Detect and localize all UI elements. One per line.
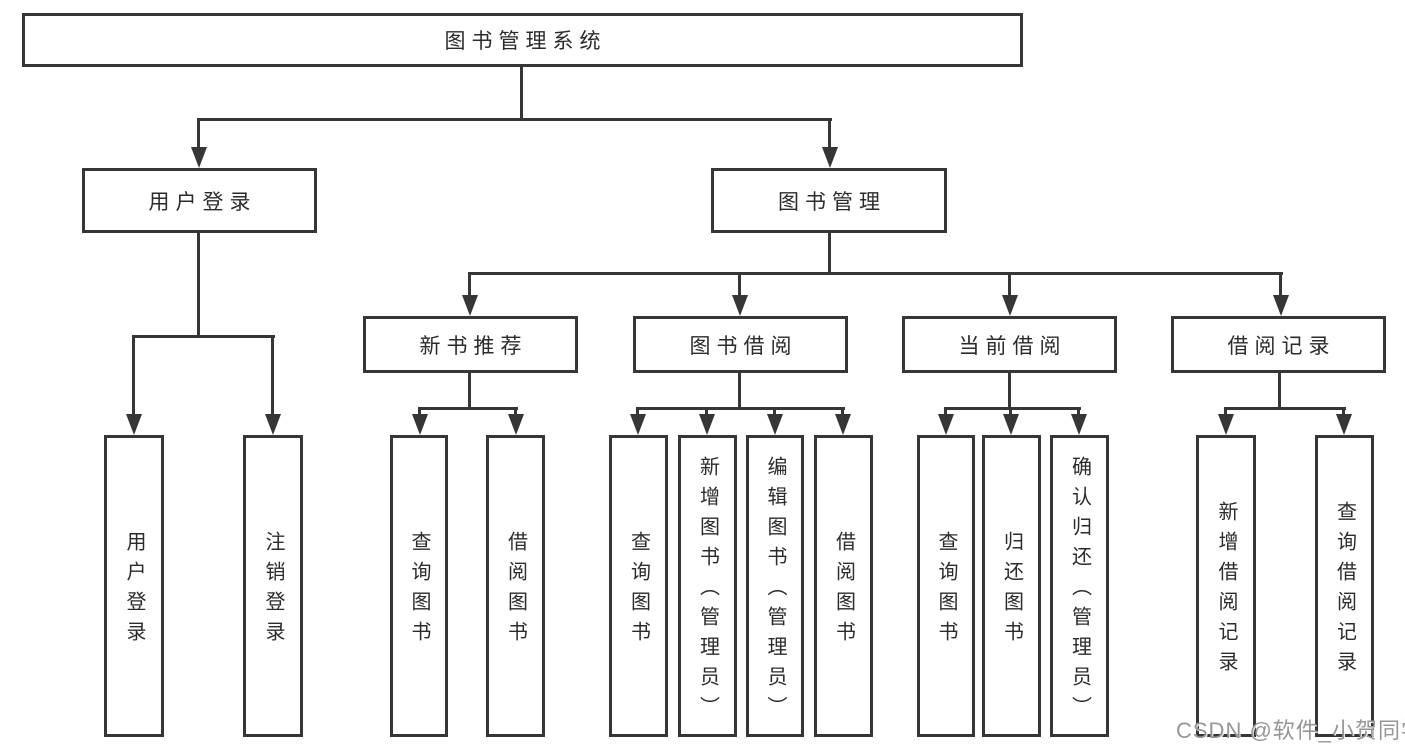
leaf-edit-books-admin: 编辑图书（管理员） — [746, 435, 804, 737]
arrowhead-down-icon — [1218, 414, 1234, 435]
leaf-query-books-3: 查询图书 — [917, 435, 975, 737]
leaf-label: 查询图书 — [627, 531, 650, 651]
arrow-shaft — [1009, 407, 1012, 417]
node-new-book-recommend: 新书推荐 — [363, 316, 578, 373]
leaf-borrow-books-2: 借阅图书 — [814, 435, 873, 737]
arrow-shaft — [468, 272, 471, 298]
connector-vline — [738, 372, 741, 409]
arrow-shaft — [418, 407, 421, 417]
connector-vline — [468, 372, 471, 409]
node-label: 借阅记录 — [1227, 334, 1336, 358]
arrowhead-down-icon — [699, 414, 715, 435]
node-user-login-branch: 用户登录 — [82, 168, 317, 233]
arrowhead-down-icon — [1003, 414, 1019, 435]
leaf-label: 查询借阅记录 — [1333, 501, 1356, 681]
leaf-query-books-2: 查询图书 — [609, 435, 668, 737]
connector-hline — [133, 335, 275, 338]
node-borrowing-records: 借阅记录 — [1171, 316, 1386, 373]
node-label: 用户登录 — [148, 190, 257, 214]
arrowhead-down-icon — [630, 414, 646, 435]
leaf-label: 借阅图书 — [832, 531, 855, 651]
arrowhead-down-icon — [126, 414, 142, 435]
node-root-label: 图书管理系统 — [444, 30, 607, 53]
node-label: 图书借阅 — [689, 334, 798, 358]
leaf-label: 确认归还（管理员） — [1068, 456, 1091, 726]
node-current-borrowing: 当前借阅 — [902, 316, 1117, 373]
connector-vline — [520, 66, 523, 120]
arrowhead-down-icon — [835, 414, 851, 435]
leaf-query-borrow-record: 查询借阅记录 — [1315, 435, 1374, 737]
connector-vline — [197, 232, 200, 337]
leaf-confirm-return-admin: 确认归还（管理员） — [1050, 435, 1109, 737]
arrowhead-down-icon — [732, 295, 748, 316]
connector-vline — [828, 232, 831, 274]
node-book-management: 图书管理 — [711, 168, 947, 233]
leaf-label: 借阅图书 — [504, 531, 527, 651]
leaf-label: 注销登录 — [262, 531, 284, 651]
arrowhead-down-icon — [1273, 295, 1289, 316]
connector-hline — [637, 407, 845, 410]
leaf-label: 查询图书 — [408, 531, 430, 651]
leaf-borrow-books-1: 借阅图书 — [486, 435, 545, 737]
node-label: 图书管理 — [778, 190, 886, 214]
arrowhead-down-icon — [462, 295, 478, 316]
connector-hline — [419, 407, 518, 410]
arrowhead-down-icon — [412, 414, 428, 435]
leaf-add-books-admin: 新增图书（管理员） — [678, 435, 737, 737]
arrowhead-down-icon — [822, 147, 838, 168]
leaf-add-borrow-record: 新增借阅记录 — [1196, 435, 1256, 737]
arrow-shaft — [705, 407, 708, 417]
connector-hline — [198, 118, 832, 121]
arrowhead-down-icon — [767, 414, 783, 435]
leaf-label: 新增借阅记录 — [1215, 501, 1237, 681]
connector-vline — [1278, 372, 1281, 409]
arrow-shaft — [636, 407, 639, 417]
arrow-shaft — [132, 335, 135, 415]
arrow-shaft — [738, 272, 741, 298]
leaf-return-books: 归还图书 — [982, 435, 1041, 737]
connector-hline — [1225, 407, 1346, 410]
connector-hline — [469, 272, 1283, 275]
arrow-shaft — [1077, 407, 1080, 417]
arrowhead-down-icon — [265, 414, 281, 435]
leaf-logout: 注销登录 — [243, 435, 303, 737]
arrow-shaft — [271, 335, 274, 415]
arrowhead-down-icon — [508, 414, 524, 435]
arrow-shaft — [944, 407, 947, 417]
arrowhead-down-icon — [1071, 414, 1087, 435]
arrowhead-down-icon — [938, 414, 954, 435]
arrowhead-down-icon — [191, 147, 207, 168]
connector-hline — [945, 407, 1081, 410]
leaf-label: 新增图书（管理员） — [696, 456, 719, 726]
leaf-query-books-1: 查询图书 — [390, 435, 448, 737]
watermark: CSDN @软件_小贺同学 — [1176, 718, 1405, 743]
node-label: 新书推荐 — [419, 334, 528, 358]
arrow-shaft — [514, 407, 517, 417]
node-root: 图书管理系统 — [22, 13, 1023, 67]
arrow-shaft — [1342, 407, 1345, 417]
arrow-shaft — [773, 407, 776, 417]
node-book-borrowing: 图书借阅 — [633, 316, 848, 373]
arrow-shaft — [1279, 272, 1282, 298]
arrow-shaft — [197, 118, 200, 150]
arrow-shaft — [828, 118, 831, 150]
arrowhead-down-icon — [1002, 295, 1018, 316]
leaf-label: 用户登录 — [123, 531, 145, 651]
arrow-shaft — [841, 407, 844, 417]
leaf-label: 归还图书 — [1000, 531, 1023, 651]
arrow-shaft — [1008, 272, 1011, 298]
connector-vline — [1008, 372, 1011, 409]
node-label: 当前借阅 — [958, 334, 1067, 358]
leaf-user-login: 用户登录 — [104, 435, 164, 737]
arrowhead-down-icon — [1336, 414, 1352, 435]
leaf-label: 编辑图书（管理员） — [764, 456, 786, 726]
arrow-shaft — [1224, 407, 1227, 417]
leaf-label: 查询图书 — [935, 531, 957, 651]
